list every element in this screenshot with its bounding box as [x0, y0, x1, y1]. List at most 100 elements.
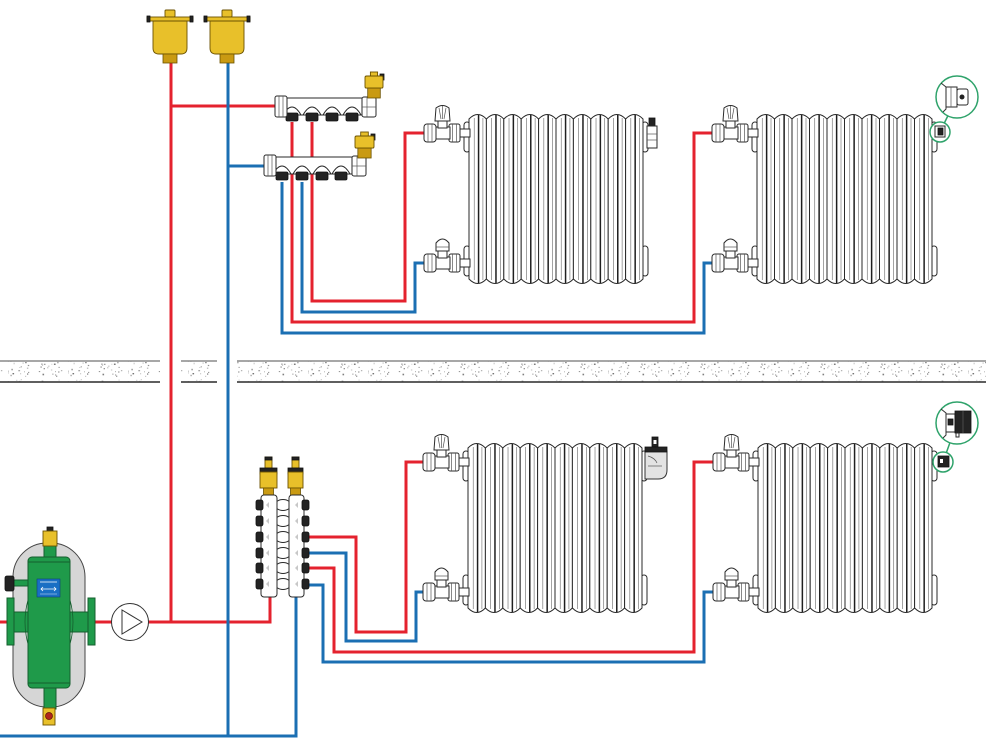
- radiator-section: [538, 114, 557, 284]
- return-upper-left-radiator: [300, 182, 424, 314]
- union-nut: [447, 582, 460, 602]
- union-nut: [737, 452, 750, 472]
- bleed-valve-body: [945, 86, 958, 108]
- union-nut: [448, 253, 461, 273]
- air-vent-detail: [932, 401, 979, 473]
- valve-body: [434, 256, 451, 270]
- radiator-section: [485, 114, 505, 284]
- head-ribs: [726, 106, 735, 120]
- ground-vertical-manifold: [255, 456, 310, 598]
- pump-to-ground-manifold: [148, 596, 272, 624]
- valve-stem: [436, 579, 447, 588]
- lockshield-cap: [435, 238, 450, 252]
- radiator-section: [571, 443, 591, 613]
- radiator-upper-left-thermostatic-valve: [423, 105, 471, 143]
- compression-nut: [712, 452, 726, 472]
- radiator-ground-left-lockshield-valve: [422, 567, 470, 602]
- flange-bolt: [146, 15, 151, 23]
- vent-line: [647, 455, 658, 464]
- supply-ground-left-radiator: [306, 460, 423, 634]
- side-valve: [4, 575, 15, 592]
- flow-arrow: [295, 534, 298, 540]
- radiator-section: [757, 443, 776, 613]
- detail-leader: [943, 115, 949, 124]
- vent-body: [152, 20, 188, 55]
- vent-cap: [164, 9, 176, 18]
- supply-ground-right-radiator: [306, 460, 713, 654]
- outlet-curve: [69, 599, 74, 645]
- inlet-fitting: [263, 154, 277, 177]
- flow-arrow: [266, 550, 269, 556]
- valve-tail: [746, 258, 759, 268]
- vent-body: [209, 20, 245, 55]
- vent-body: [644, 450, 668, 480]
- radiator-section: [861, 443, 881, 613]
- vent-nut: [162, 53, 178, 64]
- flow-arrow: [295, 565, 298, 571]
- valve-tail: [747, 457, 760, 467]
- radiator-section: [519, 443, 539, 613]
- radiator-section: [774, 114, 793, 284]
- air-vent: [937, 455, 950, 468]
- flow-arrow: [266, 518, 269, 524]
- circulator-pump: [111, 603, 149, 641]
- inlet-curve: [24, 599, 29, 645]
- outlet-cap: [255, 578, 264, 590]
- outlet-flange: [87, 597, 96, 646]
- vent-nut: [367, 87, 381, 99]
- bleed-valve: [646, 117, 658, 149]
- return-bar: [288, 494, 305, 598]
- outlet-cap: [255, 515, 264, 527]
- flow-arrow: [295, 581, 298, 587]
- radiator-upper-right-thermostatic-valve: [711, 105, 759, 143]
- outlet-connector: [301, 562, 310, 574]
- floor-slab: [0, 360, 986, 383]
- supply-upper-right-radiator: [290, 122, 712, 324]
- union-nut: [447, 452, 460, 472]
- outlet-connector: [301, 499, 310, 511]
- union-nut: [736, 123, 749, 143]
- flow-arrow: [266, 581, 269, 587]
- radiator-section: [589, 443, 608, 613]
- outlet-connector: [301, 578, 310, 590]
- radiator-section: [792, 443, 811, 613]
- components: [4, 9, 979, 726]
- radiator-section: [809, 443, 829, 613]
- return-pipes: [0, 62, 713, 738]
- outlet-connector: [325, 112, 339, 122]
- valve-body: [433, 455, 450, 469]
- radiator-ground-right-lockshield-valve: [712, 567, 760, 602]
- main-air-vent-return: [203, 9, 251, 64]
- radiator-section: [606, 443, 626, 613]
- valve-body: [434, 126, 451, 140]
- valve-stem: [726, 579, 737, 588]
- radiator-section: [607, 114, 627, 284]
- bleed-valve-head: [648, 117, 656, 127]
- air-vent-port: [947, 418, 954, 426]
- radiator-section: [827, 443, 846, 613]
- return-ground-left-radiator: [306, 551, 423, 643]
- valve-body: [722, 256, 739, 270]
- radiator-section: [774, 443, 794, 613]
- radiator-section: [844, 443, 863, 613]
- compression-nut: [422, 582, 436, 602]
- union-nut: [448, 123, 461, 143]
- drain-handle: [45, 712, 53, 720]
- bottom-neck: [43, 685, 57, 710]
- radiator-section: [590, 114, 609, 284]
- upper-return-manifold: [263, 154, 367, 181]
- separator-label: [36, 578, 61, 598]
- vent-body: [354, 135, 375, 149]
- outlet-connector: [285, 112, 299, 122]
- bleed-valve-core: [937, 127, 944, 136]
- vent-body: [364, 75, 384, 89]
- outlet-cap: [255, 531, 264, 543]
- valve-tail: [457, 587, 470, 597]
- flow-arrow: [266, 534, 269, 540]
- outlet-connector: [295, 171, 309, 181]
- radiator-upper-left-lockshield-valve: [423, 238, 471, 273]
- head-ribs: [727, 435, 736, 449]
- lockshield-cap: [723, 238, 738, 252]
- radiator-section: [791, 114, 810, 284]
